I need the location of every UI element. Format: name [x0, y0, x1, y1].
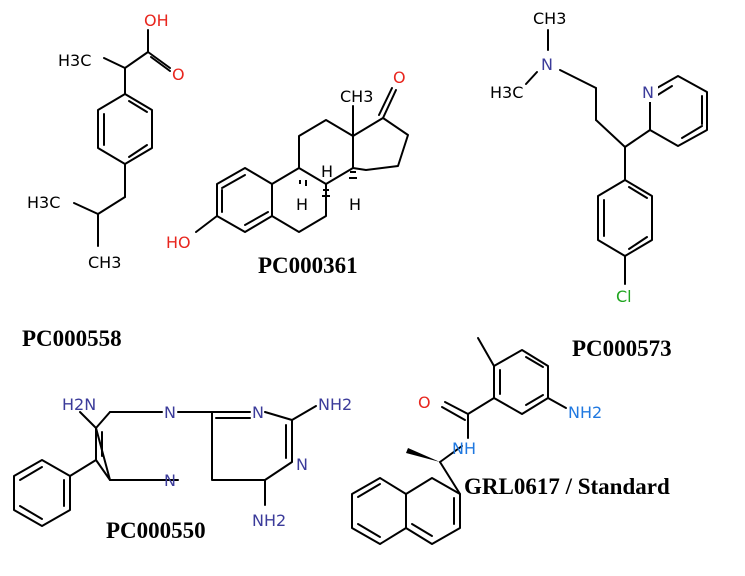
pc000573-bonds: [525, 29, 708, 285]
methyl-label: H3C: [58, 51, 91, 70]
amine-n-label: N: [541, 55, 553, 74]
compound-caption: PC000550: [106, 518, 206, 543]
molecule-pc000573: CH3 N H3C N Cl PC000573: [490, 9, 708, 361]
methyl-label: CH3: [88, 253, 121, 272]
compound-caption: GRL0617 / Standard: [464, 474, 670, 499]
oxygen-label: O: [172, 65, 185, 84]
pyridine-n-mask: [640, 82, 658, 102]
pc000361-bonds: [195, 87, 409, 233]
amine-label: NH2: [318, 395, 352, 414]
hydroxyl-label: HO: [166, 233, 191, 252]
methyl-label: H3C: [490, 83, 523, 102]
methyl-label: CH3: [533, 9, 566, 28]
oxygen-label: O: [393, 68, 406, 87]
oxygen-label: O: [418, 393, 431, 412]
methyl-label: H3C: [27, 193, 60, 212]
pyridine-n-label: N: [642, 83, 654, 102]
stereo-wedge: [406, 448, 440, 462]
molecule-pc000361: H H H O CH3 HO PC000361: [166, 68, 409, 278]
grl0617-bonds: [351, 337, 567, 545]
compound-caption: PC000573: [572, 336, 672, 361]
pc000550-bonds: [13, 405, 317, 527]
compound-caption: PC000361: [258, 253, 358, 278]
ring-n-label: N: [164, 403, 176, 422]
hydrogen-label: H: [321, 162, 333, 181]
ring-n-label: N: [164, 471, 176, 490]
oh-label: OH: [144, 11, 169, 30]
hydrogen-label: H: [349, 195, 361, 214]
molecule-grl0617: O NH NH2 GRL0617 / Standard: [351, 337, 670, 545]
ring-n-label: N: [252, 403, 264, 422]
amine-label: H2N: [62, 395, 96, 414]
hydrogen-label: H: [296, 195, 308, 214]
ring-n-label: N: [296, 455, 308, 474]
compound-caption: PC000558: [22, 326, 122, 351]
amine-label: NH2: [252, 511, 286, 530]
aniline-nh2-label: NH2: [568, 403, 602, 422]
amide-nh-label: NH: [452, 439, 476, 458]
molecule-pc000550: H2N N N NH2 N N NH2 PC000550: [13, 395, 352, 543]
pc000558-bonds: [73, 29, 171, 247]
pc000361-hash-bonds: [299, 171, 357, 197]
chlorine-label: Cl: [616, 287, 632, 306]
molecule-pc000558: OH O H3C H3C CH3 PC000558: [22, 11, 185, 351]
methyl-label: CH3: [340, 87, 373, 106]
